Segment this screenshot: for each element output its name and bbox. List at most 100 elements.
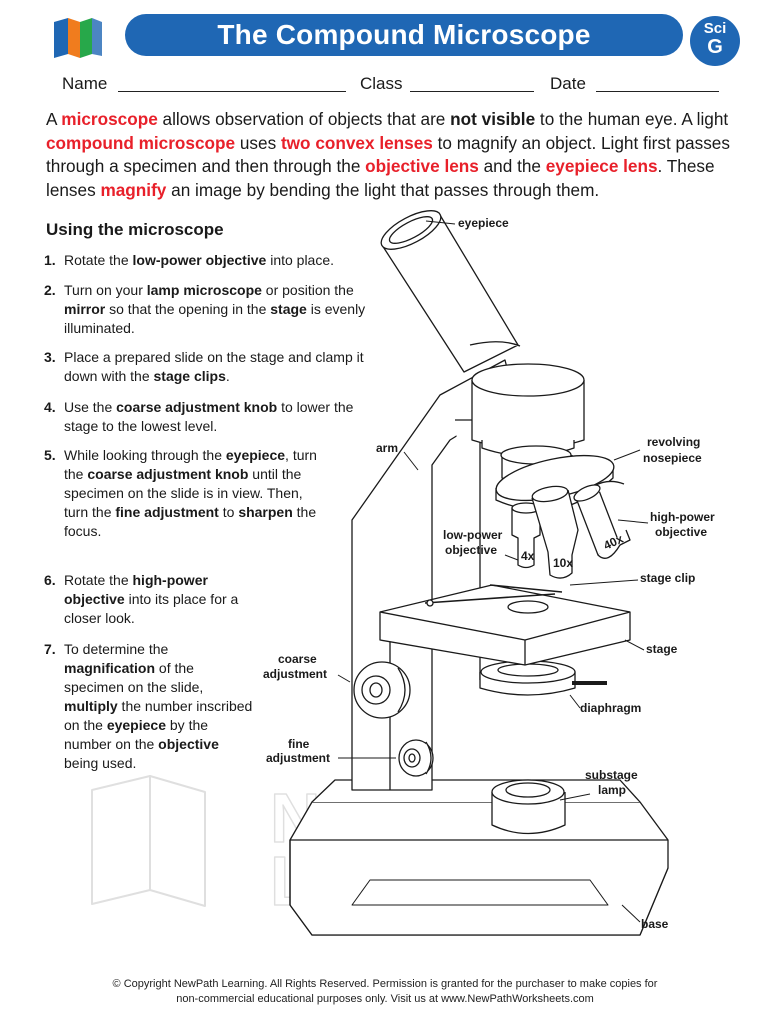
step-run: , turn the [64, 447, 317, 482]
step-run: until the specimen on the slide is in vi… [64, 466, 303, 520]
watermark-line-1: NEWPATH [270, 779, 613, 857]
magnification-4x: 4x [521, 549, 535, 563]
copyright-footer: © Copyright NewPath Learning. All Rights… [60, 977, 710, 1007]
intro-keyword: magnify [100, 179, 167, 200]
step-run: While looking through the [64, 447, 226, 463]
step-number: 3. [44, 349, 56, 365]
step-text: Use the coarse adjustment knob to lower … [64, 398, 369, 436]
diaphragm-shape [479, 660, 607, 696]
objective-low-power-shape [511, 502, 541, 569]
step-run: being used. [64, 755, 137, 771]
step-run: so that the opening in the [105, 301, 271, 317]
step-run: of the specimen on the slide, [64, 660, 204, 695]
step-keyword: lamp microscope [146, 282, 262, 298]
step-text: While looking through the eyepiece, turn… [64, 446, 324, 541]
label-coarse-line2: adjustment [263, 667, 327, 681]
step-keyword: coarse adjustment knob [116, 399, 278, 415]
fine-knob-shape [398, 739, 434, 777]
label-coarse-line1: coarse [278, 652, 317, 666]
page-title: The Compound Microscope [125, 14, 683, 56]
step-run: . [225, 368, 230, 384]
newpath-logo [50, 14, 106, 60]
label-low-power-line2: objective [445, 543, 497, 557]
step-run: the focus. [64, 504, 317, 539]
step-item: 1.Rotate the low-power objective into pl… [44, 251, 369, 270]
label-substage-line2: lamp [598, 783, 626, 797]
date-field[interactable] [596, 91, 719, 92]
intro-keyword: microscope [61, 109, 158, 129]
step-keyword: stage [270, 301, 307, 317]
intro-text: A [46, 109, 62, 129]
intro-text: allows observation of objects that are [157, 109, 451, 129]
step-run: or position the [261, 282, 354, 298]
name-label: Name [62, 74, 108, 93]
step-keyword: eyepiece [225, 447, 286, 463]
step-item: 3. Place a prepared slide on the stage an… [44, 348, 369, 386]
label-nosepiece: nosepiece [643, 451, 702, 465]
label-high-power-line2: objective [655, 525, 707, 539]
step-number: 6. [44, 572, 56, 588]
step-run: To determine the [64, 641, 169, 657]
step-keyword: stage clips [153, 368, 226, 384]
watermark-line-2: LEARNING [270, 842, 636, 920]
magnification-10x: 10x [553, 556, 573, 570]
label-high-power-line1: high-power [650, 510, 715, 524]
intro-text: to the human eye. A light [535, 109, 729, 129]
magnification-40x: 40x [601, 531, 625, 552]
step-run: into place. [266, 252, 335, 268]
intro-text: and the [478, 156, 546, 176]
intro-keyword: not visible [450, 109, 536, 129]
intro-text: uses [235, 132, 281, 153]
subject-grade-badge: Sci G [690, 16, 740, 66]
intro-text: . These lenses [46, 156, 715, 200]
objective-high-power-shape [573, 480, 631, 559]
step-keyword: multiply [64, 698, 118, 714]
nosepiece-shape [495, 454, 615, 511]
intro-keyword: objective lens [365, 156, 479, 176]
label-fine-line1: fine [288, 737, 310, 751]
label-revolving: revolving [647, 435, 700, 449]
intro-keyword: eyepiece lens [545, 156, 658, 176]
step-item: 4.Use the coarse adjustment knob to lowe… [44, 398, 369, 436]
step-keyword: high-power objective [64, 572, 208, 607]
intro-paragraph: A microscope allows observation of objec… [46, 108, 736, 202]
objective-medium-power-shape [531, 485, 579, 579]
name-field[interactable] [118, 91, 346, 92]
step-text: Rotate the low-power objective into plac… [64, 251, 369, 270]
substage-lamp-shape [491, 779, 566, 835]
intro-text: to magnify an object. Light first passes… [46, 132, 730, 177]
step-keyword: magnification [64, 660, 156, 676]
eyepiece-tube-shape [380, 210, 521, 373]
intro-keyword: compound microscope [46, 132, 236, 153]
step-keyword: coarse adjustment knob [87, 466, 249, 482]
step-text: Place a prepared slide on the stage and … [64, 348, 369, 386]
step-item: 6.Rotate the high-power objective into i… [44, 571, 254, 628]
label-eyepiece: eyepiece [458, 216, 509, 230]
step-run: Place a prepared slide on the stage and … [64, 349, 364, 384]
step-keyword: low-power objective [132, 252, 267, 268]
step-run: Turn on your [64, 282, 147, 298]
leader-lines [337, 220, 649, 923]
class-field[interactable] [410, 91, 534, 92]
arm-shape [351, 359, 516, 791]
subject-label: Sci [703, 20, 727, 37]
intro-text: an image by bending the light that passe… [166, 179, 600, 200]
footer-line-2: non-commercial educational purposes only… [176, 993, 594, 1005]
step-keyword: eyepiece [106, 717, 166, 733]
step-keyword: fine adjustment [115, 504, 219, 520]
step-number: 5. [44, 447, 56, 463]
step-run: by the number on the [64, 717, 209, 752]
step-item: 5. While looking through the eyepiece, tu… [44, 446, 324, 541]
intro-keyword: two convex lenses [280, 132, 433, 153]
step-keyword: mirror [64, 301, 106, 317]
label-stage: stage [646, 642, 678, 656]
step-keyword: objective [158, 736, 219, 752]
base-shape [289, 779, 669, 936]
stage-shape [379, 584, 631, 666]
date-label: Date [550, 74, 586, 93]
step-number: 2. [44, 282, 56, 298]
step-run: to [218, 504, 239, 520]
grade-label: G [707, 36, 723, 58]
label-base: base [641, 917, 669, 931]
step-item: 7.To determine the magnification of the … [44, 640, 256, 773]
